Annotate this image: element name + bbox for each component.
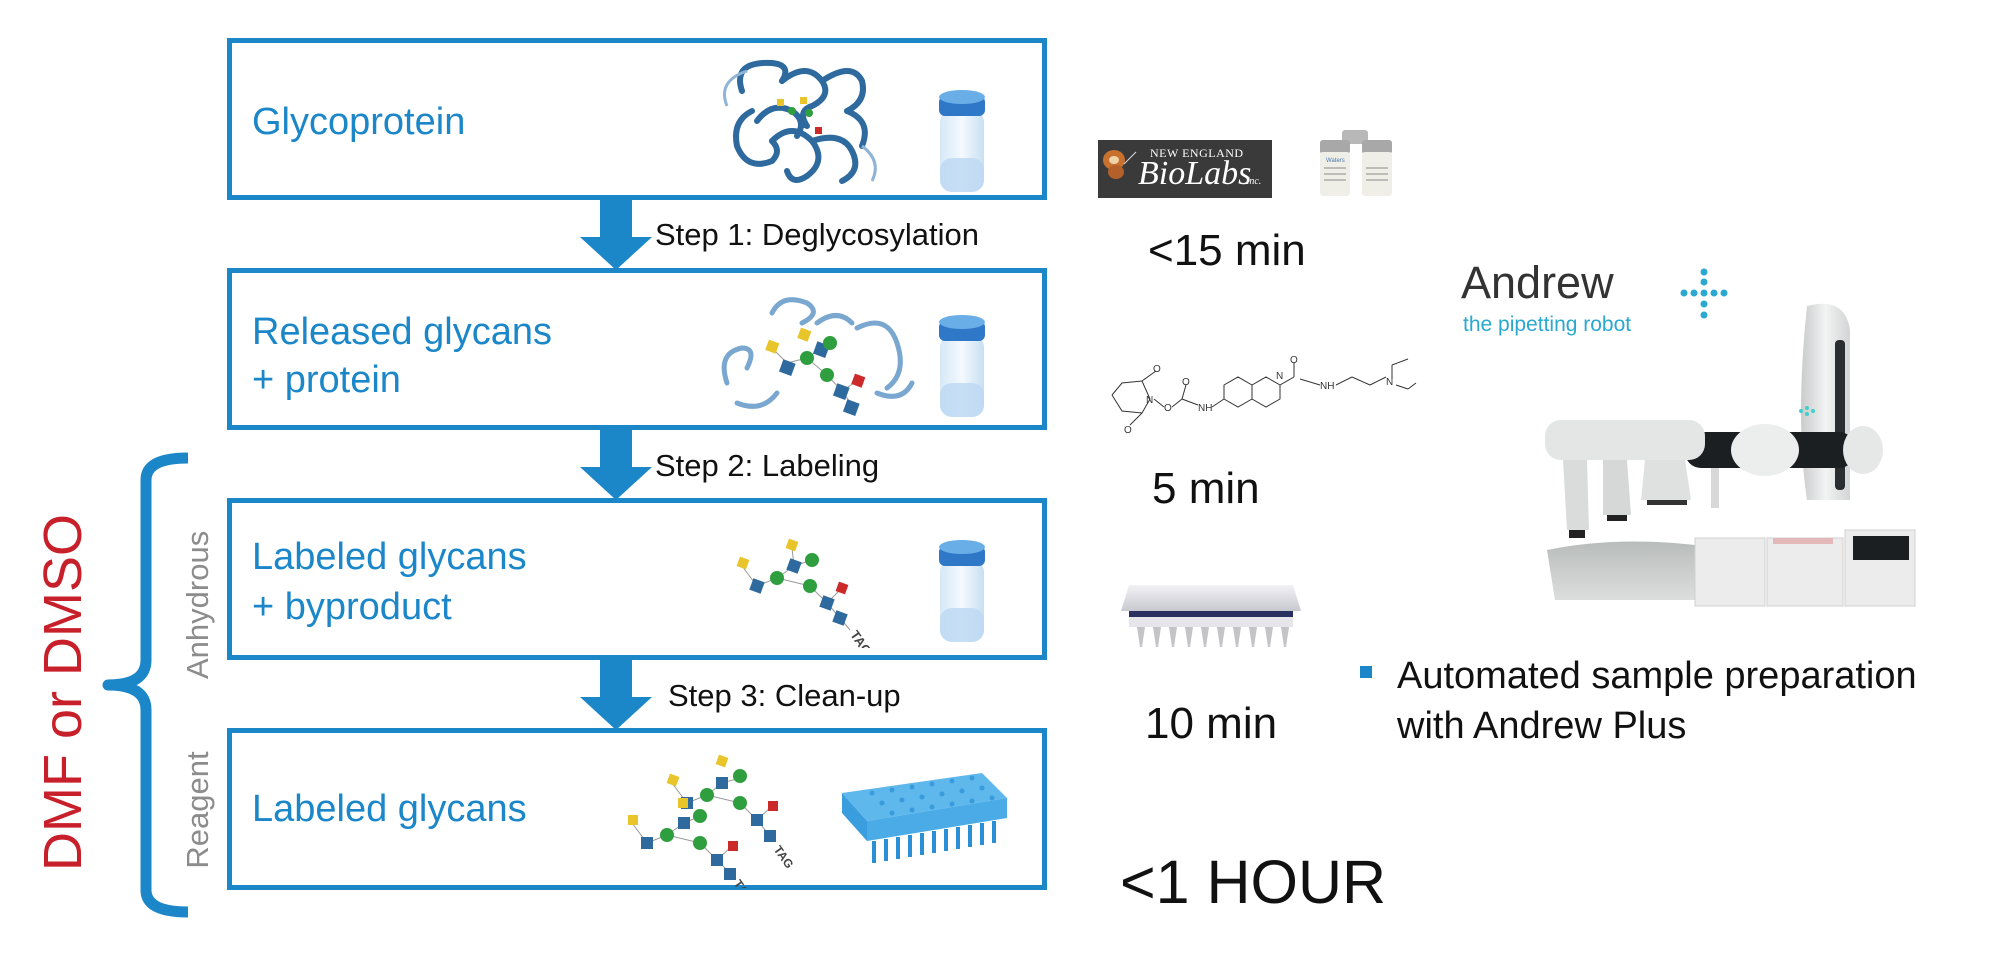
atom-label: N	[1386, 377, 1393, 388]
step-2-arrow-icon	[580, 430, 652, 500]
tag-label: TAG	[731, 877, 756, 888]
anhydrous-label: Anhydrous	[180, 530, 215, 679]
box-label-line-2: + protein	[252, 359, 401, 401]
andrew-plus-logo-icon	[1680, 268, 1728, 319]
atom-label: N	[1276, 371, 1283, 382]
labeled-glycan-icon: TAG	[736, 538, 875, 648]
bullet-text-line-1: Automated sample preparation	[1397, 655, 1917, 697]
workflow-box-released-glycans: Released glycans + protein	[227, 268, 1047, 430]
neb-logo-line-2: BioLabs	[1138, 155, 1252, 192]
step-2-label: Step 2: Labeling	[655, 448, 880, 483]
bullet-text-line-2: with Andrew Plus	[1397, 705, 1687, 747]
released-glycans-icon	[721, 297, 915, 416]
neb-logo: NEW ENGLAND BioLabs Inc.	[1098, 140, 1272, 198]
atom-label: N	[1146, 395, 1153, 406]
total-time: <1 HOUR	[1120, 848, 1387, 916]
solvent-bracket	[102, 452, 189, 918]
atom-label: O	[1290, 355, 1298, 366]
reagent-label: Reagent	[180, 751, 215, 869]
box-label: Labeled glycans	[252, 788, 527, 830]
vial-icon	[939, 315, 985, 417]
protein-ribbon-icon	[723, 59, 877, 184]
workflow-box-glycoprotein: Glycoprotein	[227, 38, 1047, 200]
atom-label: NH	[1198, 403, 1212, 414]
step-3-arrow-icon	[580, 660, 652, 730]
enzyme-vials-icon: Waters	[1320, 130, 1392, 196]
andrew-brand: Andrew	[1461, 257, 1614, 308]
box-label: Glycoprotein	[252, 101, 466, 143]
labeled-glycans-pair-icon: TAG TAG	[628, 754, 796, 888]
atom-label: O	[1124, 425, 1132, 436]
well-plate-icon	[842, 773, 1007, 863]
tag-label: TAG	[771, 843, 796, 871]
step-1-arrow-icon	[580, 200, 652, 270]
box-label-line-1: Labeled glycans	[252, 536, 527, 578]
bullet-marker	[1360, 666, 1372, 678]
andrew-tagline: the pipetting robot	[1463, 313, 1632, 336]
spe-plate-icon	[1121, 585, 1301, 647]
vial-icon	[939, 90, 985, 192]
time-deglycosylation: <15 min	[1148, 226, 1306, 275]
box-label-line-2: + byproduct	[252, 586, 452, 628]
neb-logo-suffix: Inc.	[1246, 176, 1262, 187]
workflow-box-labeled-glycans-byproduct: Labeled glycans + byproduct TAG	[227, 498, 1047, 660]
solvent-label: DMF or DMSO	[33, 514, 93, 871]
time-cleanup: 10 min	[1145, 699, 1278, 748]
atom-label: O	[1164, 403, 1172, 414]
neb-logo-line-1: NEW ENGLAND	[1150, 146, 1244, 160]
box-label-line-1: Released glycans	[252, 311, 552, 353]
andrew-robot-icon	[1545, 303, 1916, 607]
vial-icon	[939, 540, 985, 642]
atom-label: O	[1153, 364, 1161, 375]
labeling-reagent-structure-icon: O N O O O NH N O NH N	[1111, 355, 1417, 436]
butterfly-icon	[1103, 150, 1137, 179]
step-3-label: Step 3: Clean-up	[668, 678, 901, 713]
vial-label: Waters	[1326, 158, 1345, 164]
atom-label: O	[1182, 377, 1190, 388]
workflow-box-labeled-glycans: Labeled glycans TAG TAG	[227, 728, 1047, 890]
atom-label: NH	[1320, 381, 1334, 392]
tag-label: TAG	[847, 628, 874, 648]
time-labeling: 5 min	[1152, 464, 1260, 513]
step-1-label: Step 1: Deglycosylation	[655, 217, 979, 252]
